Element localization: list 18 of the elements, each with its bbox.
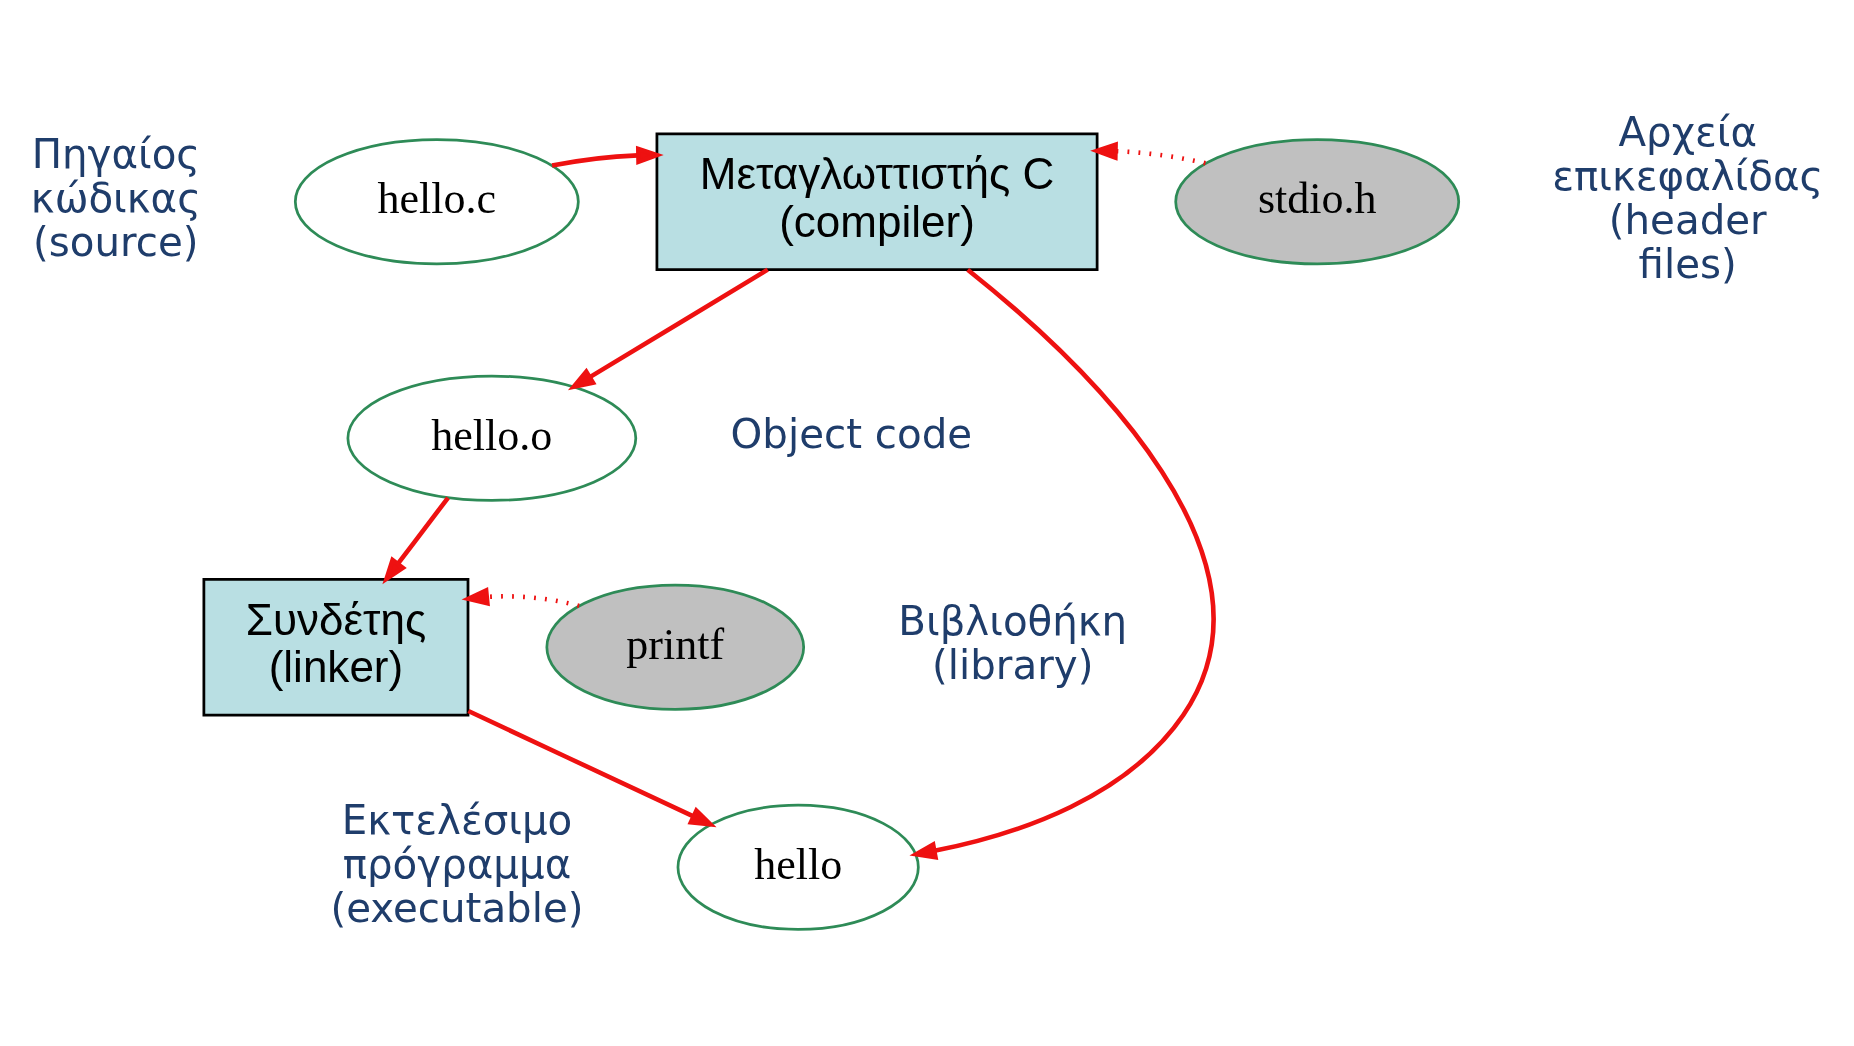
node-box: Συνδέτης (linker) [202, 577, 470, 716]
arrow [467, 708, 717, 827]
node-ellipse: printf [545, 583, 806, 711]
arrow [382, 495, 450, 584]
node-label: Αρχεία επικεφαλίδας (header files) [1552, 108, 1824, 288]
node-label: Object code [730, 410, 973, 458]
node-label: Πηγαίος κώδικας (source) [30, 130, 201, 266]
arrow [461, 586, 580, 608]
node-ellipse: hello.c [293, 137, 580, 265]
node-ellipse: hello.o [346, 374, 638, 502]
node-label: Βιβλιοθήκη (library) [898, 597, 1128, 689]
arrow [551, 145, 664, 168]
node-label: Εκτελέσιμο πρόγραμμα (executable) [330, 796, 584, 932]
arrow [567, 267, 769, 390]
node-ellipse: stdio.h [1174, 137, 1461, 265]
node-box: Μεταγλωττιστής C (compiler) [655, 131, 1099, 271]
arrow [909, 267, 1215, 860]
arrow [1090, 141, 1206, 165]
